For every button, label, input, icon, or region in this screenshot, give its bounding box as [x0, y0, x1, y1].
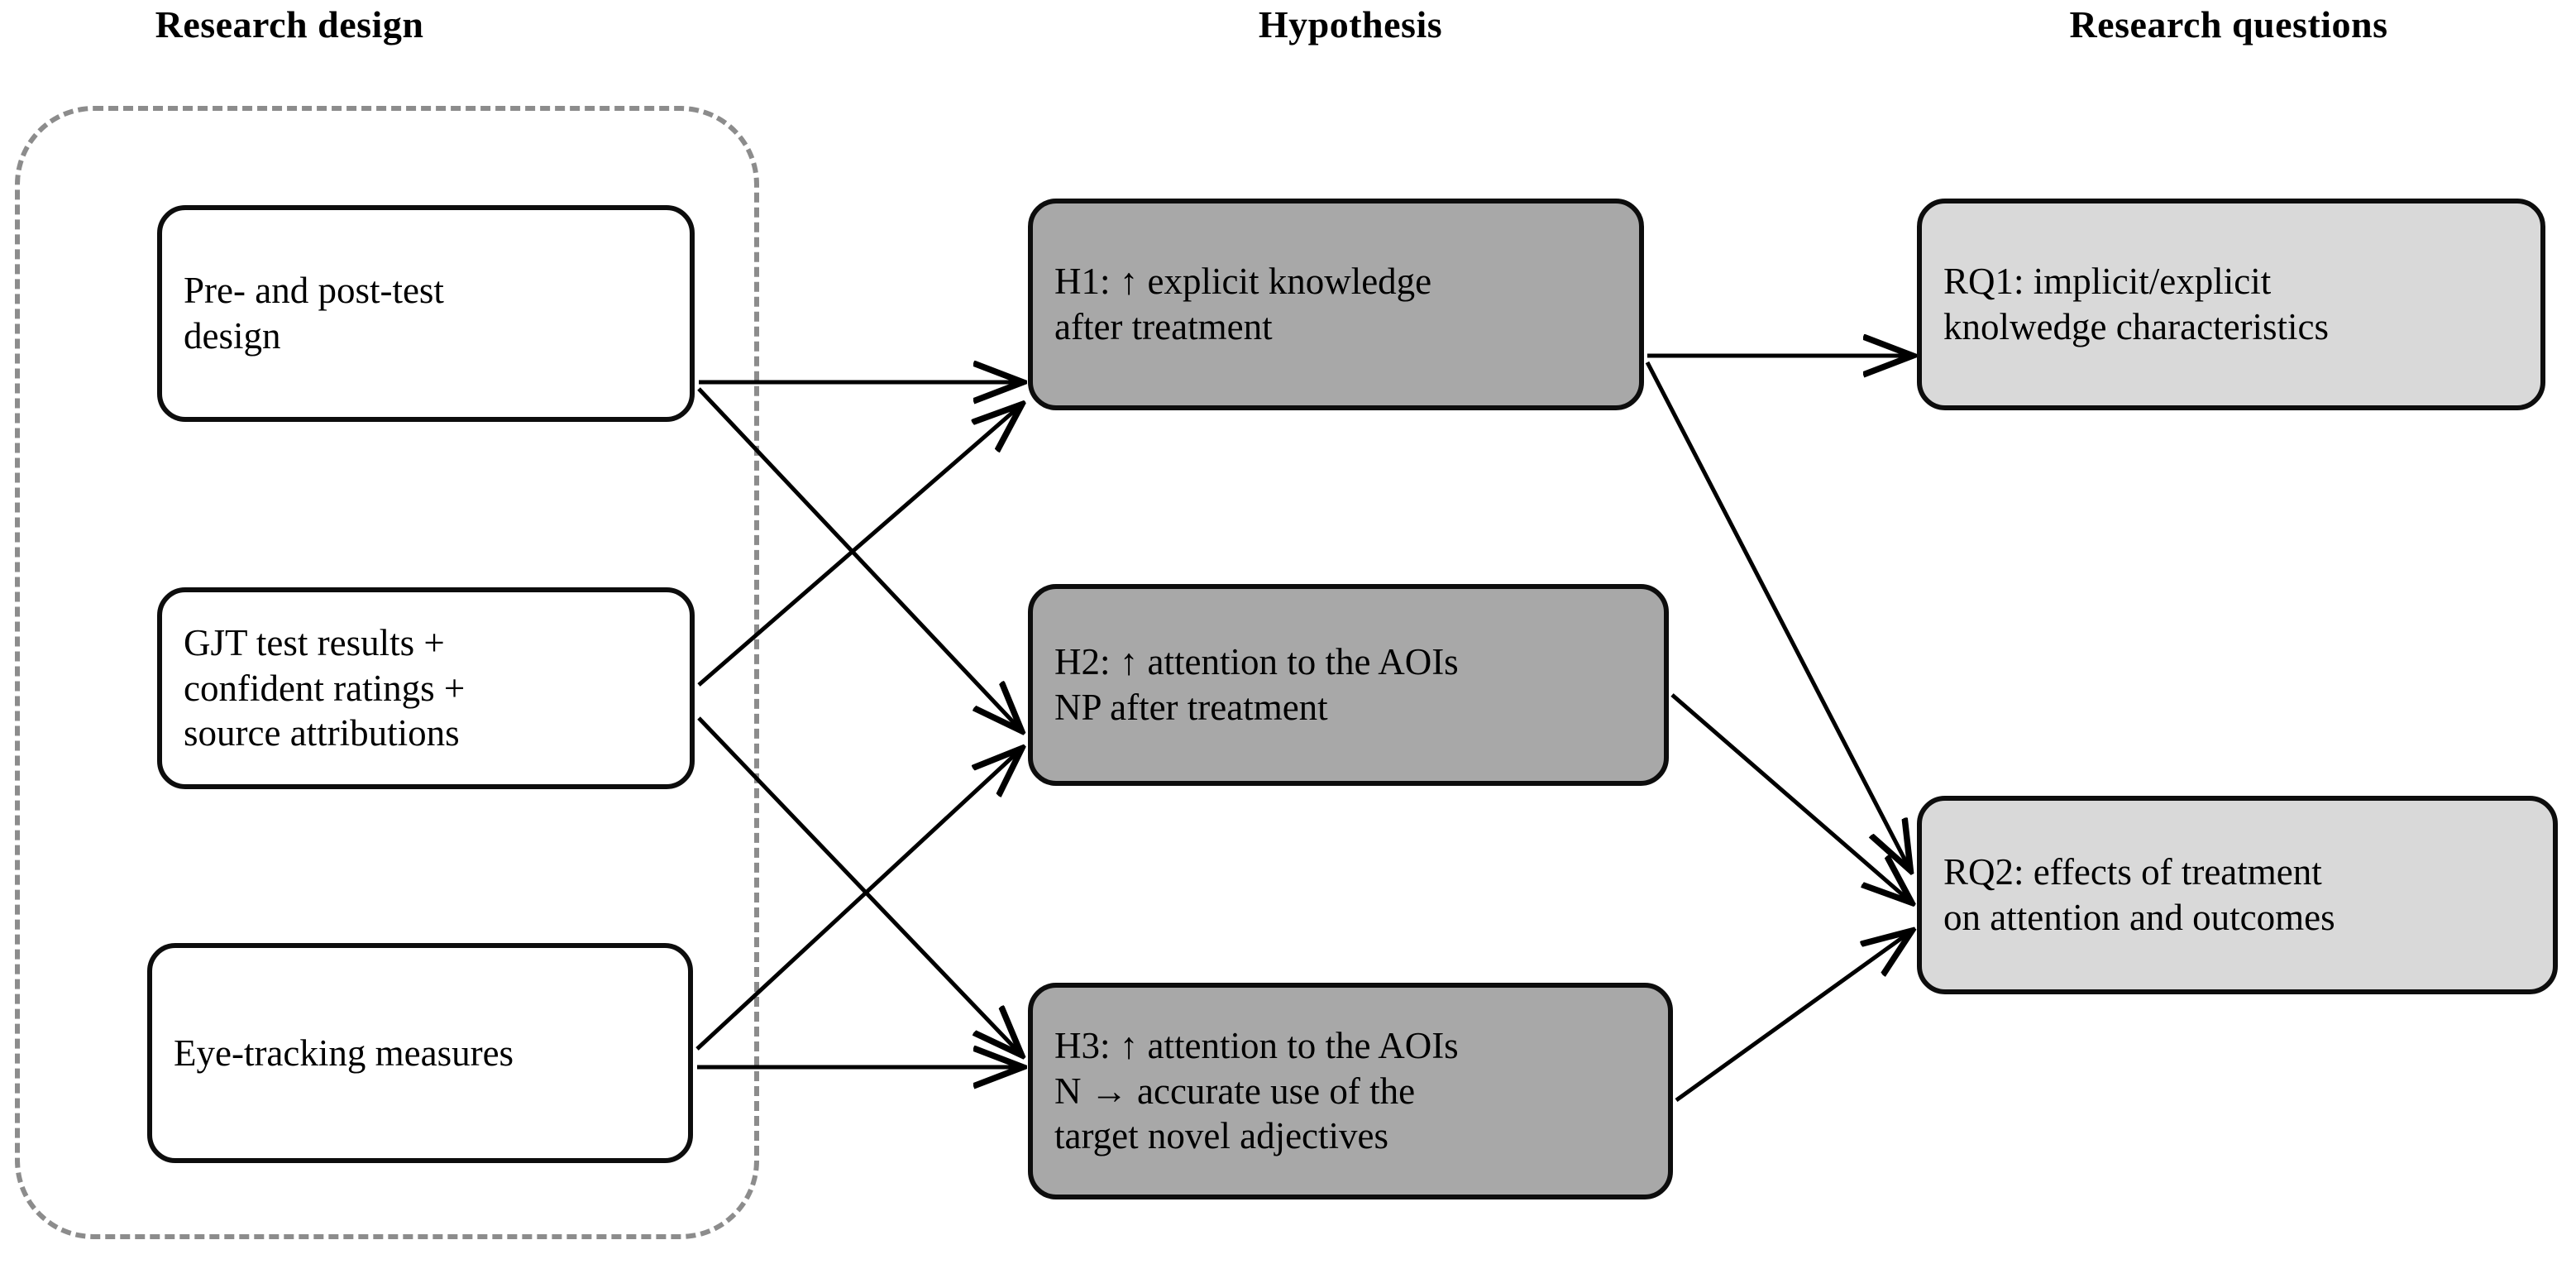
column-header-hypothesis: Hypothesis [1258, 3, 1443, 45]
column-header-research-questions: Research questions [2069, 3, 2388, 45]
node-rq2-label: RQ2: effects of treatment on attention a… [1943, 851, 2335, 938]
node-research-question-rq1[interactable]: RQ1: implicit/explicit knolwedge charact… [1917, 199, 2545, 410]
node-gjt-label: GJT test results + confident ratings + s… [184, 621, 466, 754]
node-eye-tracking-measures[interactable]: Eye-tracking measures [147, 943, 693, 1163]
node-h3-label: H3: ↑ attention to the AOIs N → accurate… [1054, 1024, 1459, 1157]
node-pre-and-post-test-design[interactable]: Pre- and post-test design [157, 205, 695, 422]
arrow-h2-to-rq2 [1670, 693, 1909, 900]
node-pretest-label: Pre- and post-test design [184, 270, 444, 357]
node-eyetracking-label: Eye-tracking measures [174, 1032, 514, 1074]
node-hypothesis-h3[interactable]: H3: ↑ attention to the AOIs N → accurate… [1028, 983, 1673, 1199]
arrow-h1-to-rq2 [1645, 361, 1909, 867]
node-rq1-label: RQ1: implicit/explicit knolwedge charact… [1943, 261, 2330, 347]
node-hypothesis-h1[interactable]: H1: ↑ explicit knowledge after treatment [1028, 199, 1644, 410]
node-hypothesis-h2[interactable]: H2: ↑ attention to the AOIs NP after tre… [1028, 584, 1669, 786]
column-header-research-design: Research design [155, 3, 424, 45]
node-h2-label: H2: ↑ attention to the AOIs NP after tre… [1054, 641, 1459, 728]
arrow-h3-to-rq2 [1675, 933, 1909, 1103]
node-research-question-rq2[interactable]: RQ2: effects of treatment on attention a… [1917, 796, 2558, 994]
node-h1-label: H1: ↑ explicit knowledge after treatment [1054, 261, 1432, 347]
node-gjt-test-results[interactable]: GJT test results + confident ratings + s… [157, 587, 695, 789]
